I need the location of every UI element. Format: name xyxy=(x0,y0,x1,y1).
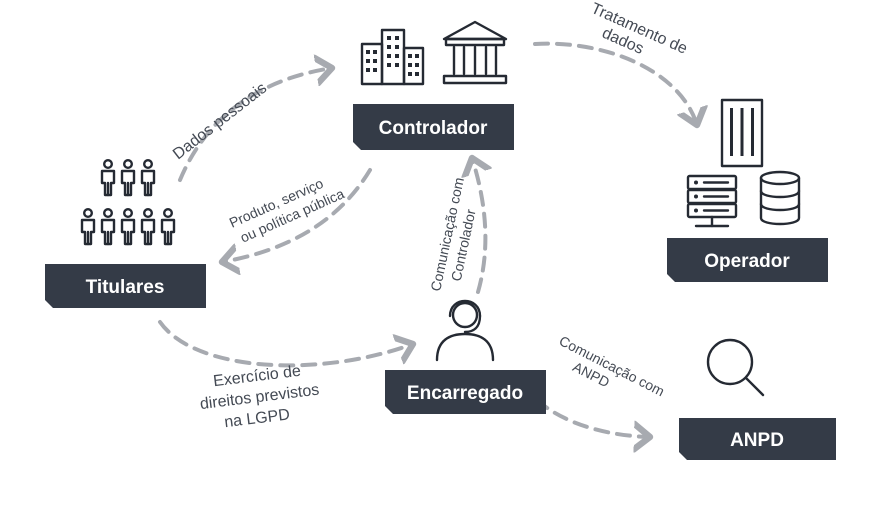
controlador-label: Controlador xyxy=(379,118,488,139)
titulares-label: Titulares xyxy=(86,277,165,298)
arrow-produto xyxy=(222,168,372,262)
server-rack-icon xyxy=(686,174,738,228)
operador-label: Operador xyxy=(704,251,790,272)
arrow-exercicio xyxy=(158,320,413,368)
exercicio-label-line3: na LGPD xyxy=(223,406,290,431)
node-controlador: Controlador xyxy=(353,104,514,150)
node-operador: Operador xyxy=(667,238,828,282)
office-tower-icon xyxy=(720,98,764,168)
arrow-comunicacao-anpd xyxy=(535,398,650,437)
headset-agent-icon xyxy=(435,299,495,362)
buildings-icon xyxy=(360,28,425,86)
arrow-tratamento xyxy=(533,41,697,125)
node-titulares: Titulares xyxy=(45,264,206,308)
node-encarregado: Encarregado xyxy=(385,370,546,414)
node-anpd: ANPD xyxy=(679,418,836,460)
dados-pessoais-label: Dados pessoais xyxy=(170,80,270,163)
arrow-comunicacao-controlador xyxy=(472,158,485,294)
encarregado-label: Encarregado xyxy=(407,383,523,404)
people-group-icon xyxy=(80,158,176,246)
database-icon xyxy=(759,170,801,226)
magnifier-icon xyxy=(706,338,765,397)
anpd-label: ANPD xyxy=(730,430,784,451)
arrow-dados-pessoais xyxy=(178,68,332,182)
bank-icon xyxy=(442,20,508,85)
